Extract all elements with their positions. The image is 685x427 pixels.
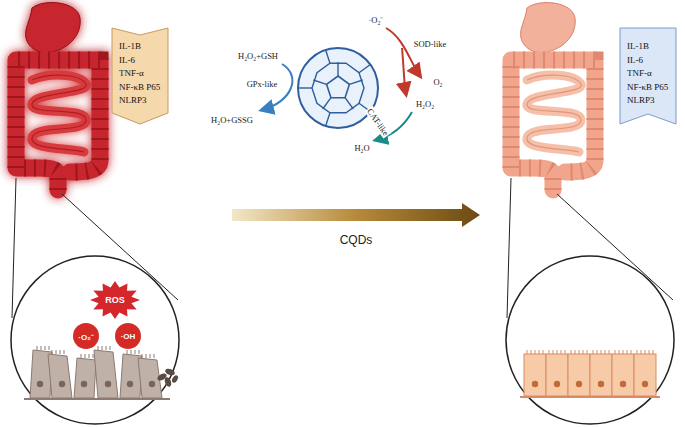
reaction-label: H₂O₂+GSH bbox=[237, 51, 279, 61]
healthy-epithelium bbox=[520, 350, 660, 397]
node-text: NLRP3 bbox=[119, 94, 161, 108]
radical-circle: ·OH bbox=[115, 323, 141, 349]
reaction-label: ·O₂⁻ bbox=[368, 15, 385, 25]
reaction-label: H₂O+GSSG bbox=[210, 115, 254, 125]
treatment-label: CQDs bbox=[339, 233, 374, 247]
zoom-circle bbox=[11, 256, 179, 424]
inflamed-gut bbox=[16, 3, 100, 190]
node-text: NF-κB P65 bbox=[119, 81, 161, 95]
damaged-epithelium bbox=[24, 346, 170, 399]
node-text: IL-6 bbox=[627, 54, 669, 68]
cytokine-list-box: IL-1BIL-6TNF-αNF-κB P65NLRP3 bbox=[112, 28, 168, 124]
treatment-arrow bbox=[232, 203, 480, 227]
node-text: TNF-α bbox=[627, 67, 669, 81]
reaction-label: GPx-like bbox=[246, 79, 279, 89]
reaction-label: CAT-like bbox=[364, 106, 391, 139]
node-text: IL-1B bbox=[627, 40, 669, 54]
healthy-gut bbox=[511, 3, 595, 190]
reaction-label: H₂O bbox=[353, 143, 370, 153]
node-text: ·O₂⁻ bbox=[78, 331, 93, 342]
reaction-label: H₂O₂ bbox=[415, 99, 435, 109]
reaction-label: O₂ bbox=[432, 77, 443, 87]
radical-circle: ·O₂⁻ bbox=[73, 323, 99, 349]
zoom-circle bbox=[506, 256, 674, 424]
node-text: ·OH bbox=[121, 332, 136, 341]
carbon-quantum-dot bbox=[298, 48, 378, 128]
node-text: IL-1B bbox=[119, 40, 161, 54]
cytokine-list-box: IL-1BIL-6TNF-αNF-κB P65NLRP3 bbox=[620, 28, 676, 124]
node-text: ROS bbox=[105, 295, 125, 305]
node-text: TNF-α bbox=[119, 67, 161, 81]
reaction-label: SOD-like bbox=[413, 39, 448, 49]
node-text: NLRP3 bbox=[627, 94, 669, 108]
reaction-arrows bbox=[262, 28, 420, 140]
ros-burst: ROS bbox=[90, 281, 140, 319]
bacteria bbox=[156, 367, 179, 387]
node-text: IL-6 bbox=[119, 54, 161, 68]
node-text: NF-κB P65 bbox=[627, 81, 669, 95]
